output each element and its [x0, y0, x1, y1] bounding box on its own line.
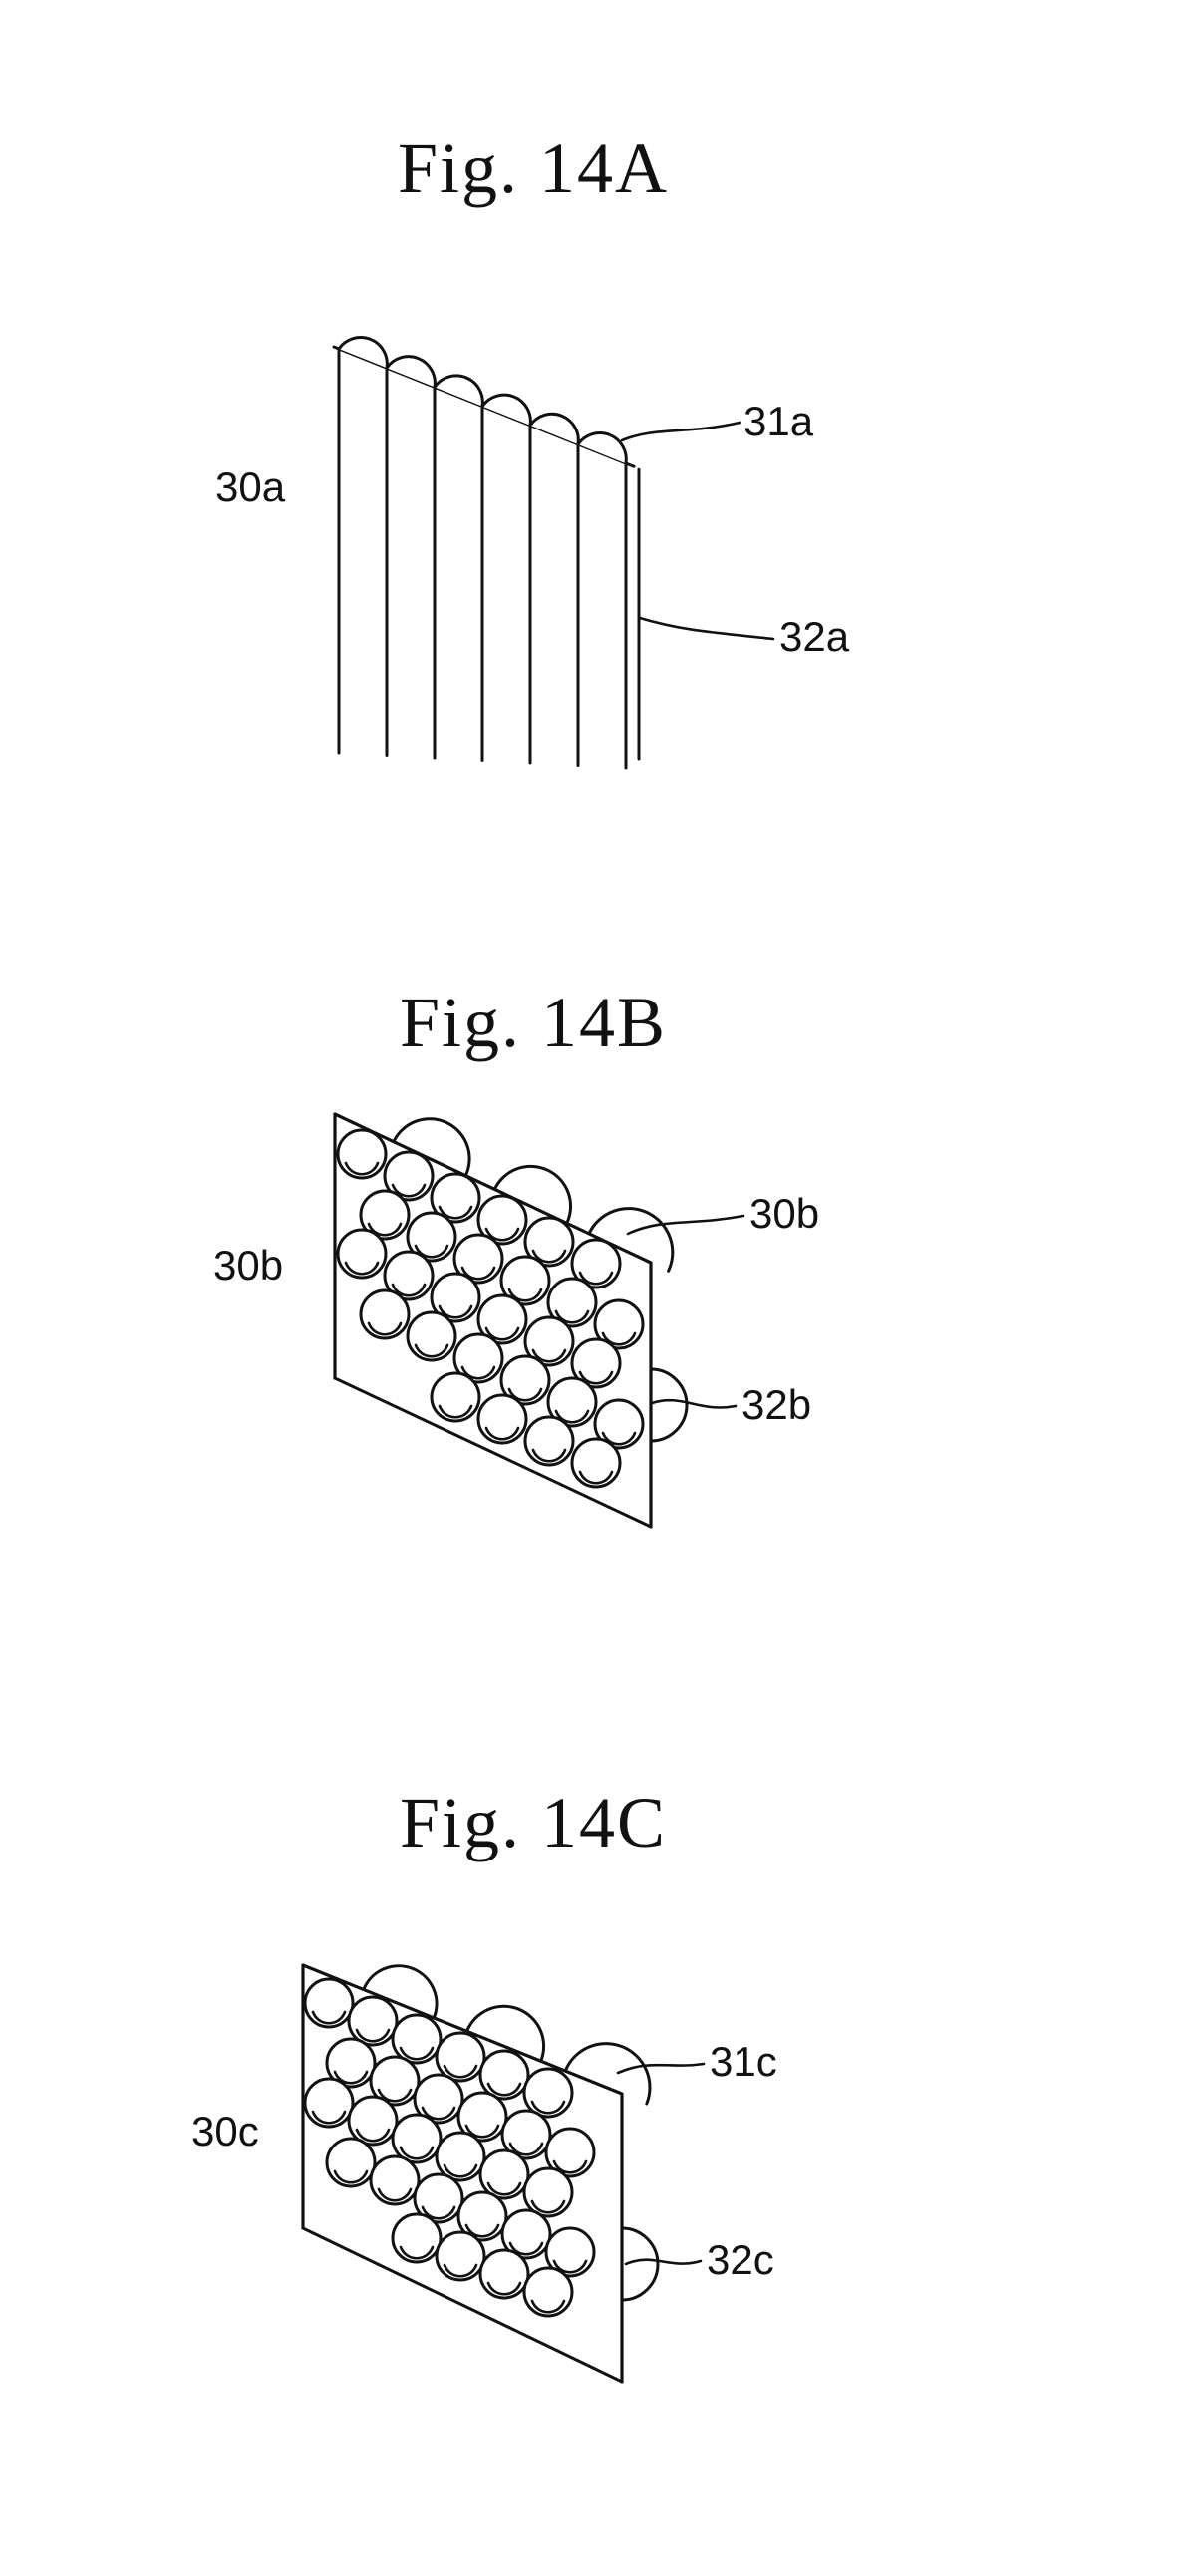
microlens-array-sheet-graphic [301, 1963, 660, 2384]
leader-line-31c [616, 2062, 706, 2075]
leader-line-31a [620, 421, 741, 442]
ref-label-32c: 32c [707, 2236, 774, 2283]
figure-14a-title: Fig. 14A [397, 129, 670, 208]
figure-14b-title: Fig. 14B [399, 983, 668, 1062]
leader-line-32a [638, 616, 775, 641]
ref-label-31a: 31a [743, 398, 814, 444]
figure-14c-drawing: 30c 31c 32c [191, 1963, 777, 2384]
microlens-array-sheet-graphic [333, 1112, 689, 1529]
ref-label-30c: 30c [191, 2108, 259, 2154]
ref-label-30b-right: 30b [749, 1190, 819, 1237]
ref-label-30b-left: 30b [213, 1242, 283, 1288]
ref-label-32a: 32a [779, 613, 850, 660]
ref-label-32b: 32b [741, 1381, 811, 1428]
leader-line-30b [626, 1214, 745, 1236]
leader-line-32b [650, 1398, 738, 1409]
ref-label-31c: 31c [710, 2038, 777, 2085]
lenticular-lens-array-graphic [332, 336, 641, 770]
figure-14a-drawing: 30a 31a 32a [215, 336, 850, 770]
ref-label-30a: 30a [215, 463, 286, 510]
figure-14c-title: Fig. 14C [399, 1783, 668, 1862]
leader-line-32c [624, 2258, 703, 2266]
figure-14b-drawing: 30b 30b 32b [213, 1112, 819, 1529]
